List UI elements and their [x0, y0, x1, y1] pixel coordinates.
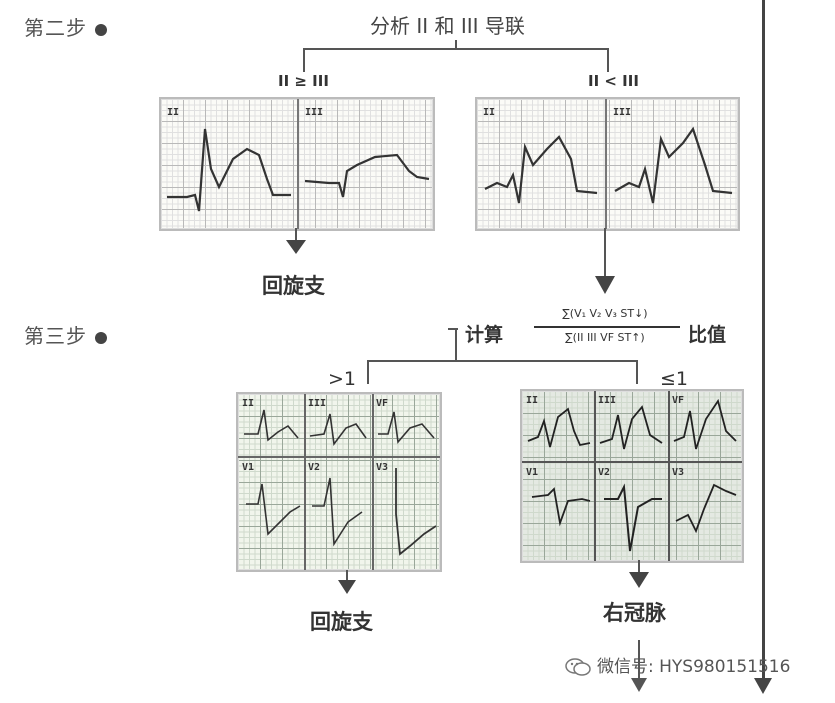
lead-label-v3: V3 — [672, 467, 685, 478]
ecg-strip-ratio-le-1: II III VF V1 V2 V3 — [520, 389, 744, 563]
arrow-down-icon — [286, 240, 306, 254]
continuation-shaft — [638, 640, 640, 680]
lead-label-iii: III — [305, 107, 324, 118]
calc-prefix: 计算 — [465, 324, 504, 346]
ecg-trace-a — [167, 128, 430, 212]
lead-label-iii: III — [308, 398, 327, 409]
strip-divider — [522, 461, 742, 463]
lead-label-ii: II — [167, 107, 180, 118]
outcome-circumflex-2: 回旋支 — [310, 610, 373, 634]
condition-ii-lt-iii: II < III — [588, 72, 639, 90]
lead-label-ii: II — [242, 398, 255, 409]
strip-divider — [594, 391, 596, 561]
condition-ii-ge-iii: II ≥ III — [278, 72, 329, 90]
arrow-gt1-shaft — [346, 570, 348, 582]
condition-le-1: ≤1 — [660, 368, 689, 390]
outcome-circumflex-1: 回旋支 — [262, 274, 325, 298]
step3-right-drop — [636, 360, 638, 384]
step-two-bullet-icon — [95, 23, 107, 36]
lead-label-vf: VF — [672, 395, 685, 406]
lead-label-v2: V2 — [598, 467, 611, 478]
lead-label-ii: II — [483, 107, 496, 118]
ecg-trace-c — [244, 409, 437, 556]
lead-label-v2: V2 — [308, 462, 321, 473]
step-three-label: 第三步 — [24, 320, 107, 349]
step-three-bullet-icon — [95, 331, 107, 344]
arrow-down-icon — [631, 678, 647, 692]
strip-divider — [304, 394, 306, 570]
step-two-label: 第二步 — [24, 12, 107, 41]
arrow-right-shaft — [604, 228, 606, 278]
strip-divider — [372, 394, 374, 570]
step2-right-drop — [607, 48, 609, 72]
strip-divider — [668, 391, 670, 561]
right-flow-line — [762, 0, 765, 680]
arrow-down-icon — [595, 276, 615, 294]
step-two-text: 第二步 — [24, 16, 87, 40]
ecg-strip-ratio-gt-1: II III VF V1 V2 V3 — [236, 392, 442, 572]
step-three-text: 第三步 — [24, 324, 87, 348]
calc-stem — [455, 328, 457, 360]
analyze-title: 分析 II 和 III 导联 — [370, 14, 525, 38]
condition-gt-1: >1 — [328, 368, 357, 390]
step2-stem — [455, 40, 457, 50]
arrow-left-shaft — [295, 228, 297, 242]
strip-divider — [605, 99, 607, 229]
step3-left-drop — [367, 360, 369, 384]
lead-label-v3: V3 — [376, 462, 389, 473]
lead-label-iii: III — [598, 395, 617, 406]
outcome-right-coronary: 右冠脉 — [603, 601, 666, 625]
lead-label-vf: VF — [376, 398, 389, 409]
fraction-bar — [534, 326, 680, 328]
ecg-trace-d — [527, 398, 737, 552]
step2-bracket — [303, 48, 609, 50]
arrow-down-icon — [754, 678, 772, 694]
step3-bracket — [367, 360, 638, 362]
lead-label-iii: III — [613, 107, 632, 118]
step2-left-drop — [303, 48, 305, 72]
ecg-strip-ii-ge-iii: II III — [159, 97, 435, 231]
watermark-text: 微信号: HYS980151516 — [597, 657, 791, 677]
arrow-down-icon — [338, 580, 356, 594]
wechat-logo-icon — [565, 658, 591, 676]
wechat-watermark: 微信号: HYS980151516 — [565, 652, 790, 677]
calc-suffix: 比值 — [688, 324, 727, 346]
ecg-trace-b — [484, 126, 733, 204]
lead-label-ii: II — [526, 395, 539, 406]
arrow-down-icon — [629, 572, 649, 588]
calc-denominator: ∑(II III VF ST↑) — [565, 331, 645, 344]
calc-tick — [448, 328, 458, 330]
arrow-le1-shaft — [638, 560, 640, 574]
calc-numerator: ∑(V₁ V₂ V₃ ST↓) — [562, 307, 648, 320]
strip-divider — [297, 99, 299, 229]
lead-label-v1: V1 — [242, 462, 255, 473]
lead-label-v1: V1 — [526, 467, 539, 478]
ecg-strip-ii-lt-iii: II III — [475, 97, 740, 231]
strip-divider — [238, 456, 440, 458]
